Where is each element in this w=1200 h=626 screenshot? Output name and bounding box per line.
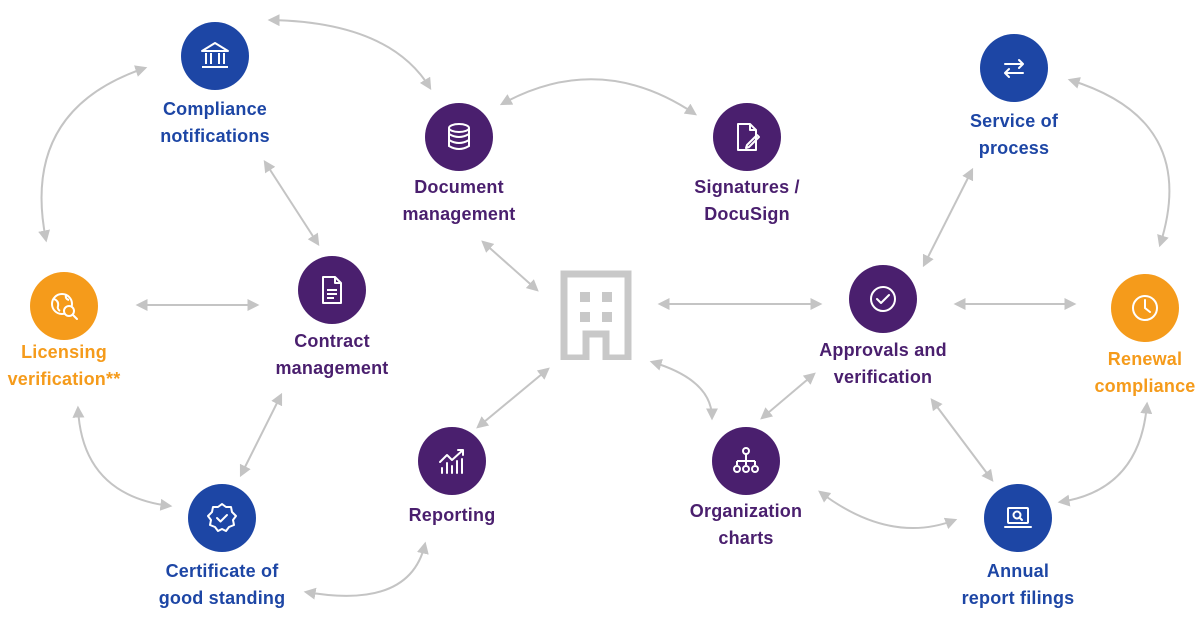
arrow-orgcharts-annual (818, 490, 958, 530)
service-circle (980, 34, 1048, 102)
arrow-service-renewal (1067, 77, 1171, 248)
arrow-approvals-annual (930, 398, 994, 482)
database-icon (448, 123, 470, 150)
check-circle-icon (870, 286, 896, 312)
arrow-orgcharts-approvals (760, 372, 816, 420)
bank-icon (201, 42, 229, 68)
licensing-label-line1: Licensing (21, 342, 107, 362)
document-icon (322, 276, 342, 304)
compliance-circle (181, 22, 249, 90)
document-sign-icon (737, 123, 760, 151)
compliance-label: Compliance notifications (85, 96, 345, 150)
annual-label-line2: report filings (961, 588, 1075, 608)
document-label: Document management (329, 174, 589, 228)
certificate-label: Certificate of good standing (92, 558, 352, 612)
orgcharts-circle (712, 427, 780, 495)
org-chart-icon (733, 447, 759, 473)
orgcharts-label-line2: charts (718, 528, 774, 548)
certificate-label-line2: good standing (158, 588, 286, 608)
approvals-label-line1: Approvals and (819, 340, 947, 360)
signatures-label: Signatures / DocuSign (617, 174, 877, 228)
annual-label: Annual report filings (888, 558, 1148, 612)
approvals-label: Approvals and verification (753, 337, 1013, 391)
badge-check-icon (207, 503, 237, 532)
contract-circle (298, 256, 366, 324)
arrow-licensing-compliance (38, 65, 148, 243)
hub-building (560, 270, 632, 362)
globe-search-icon (51, 293, 78, 320)
laptop-search-icon (1004, 507, 1032, 528)
certificate-label-line1: Certificate of (165, 561, 279, 581)
document-label-line2: management (402, 204, 516, 224)
contract-label-line2: management (275, 358, 389, 378)
renewal-label: Renewal compliance (1015, 346, 1200, 400)
document-label-line1: Document (414, 177, 504, 197)
licensing-label: Licensing verification** (0, 339, 194, 393)
arrow-document-hub (481, 240, 539, 292)
annual-circle (984, 484, 1052, 552)
approvals-label-line2: verification (833, 367, 933, 387)
arrow-document-signatures (499, 78, 697, 116)
signatures-circle (713, 103, 781, 171)
service-label: Service of process (884, 108, 1144, 162)
contract-label-line1: Contract (294, 331, 370, 351)
clock-icon (1132, 295, 1158, 321)
arrow-approvals-service (922, 167, 974, 268)
arrow-compliance-document (267, 14, 432, 91)
reporting-label: Reporting (322, 502, 582, 529)
approvals-circle (849, 265, 917, 333)
licensing-label-line2: verification** (7, 369, 121, 389)
arrow-contract-certificate (239, 392, 283, 478)
signatures-label-line1: Signatures / (694, 177, 800, 197)
contract-label: Contract management (202, 328, 462, 382)
document-circle (425, 103, 493, 171)
service-label-line1: Service of (969, 111, 1059, 131)
annual-label-line1: Annual (986, 561, 1050, 581)
compliance-label-line2: notifications (160, 126, 270, 146)
reporting-label-line1: Reporting (408, 505, 496, 525)
renewal-circle (1111, 274, 1179, 342)
compliance-label-line1: Compliance (162, 99, 268, 119)
arrow-licensing-certificate (72, 405, 173, 511)
orgcharts-label-line1: Organization (689, 501, 803, 521)
arrow-reporting-hub (476, 367, 550, 429)
chart-icon (439, 449, 464, 474)
reporting-circle (418, 427, 486, 495)
orgcharts-label: Organization charts (616, 498, 876, 552)
transfer-arrows-icon (1004, 59, 1024, 78)
renewal-label-line1: Renewal (1107, 349, 1183, 369)
licensing-circle (30, 272, 98, 340)
service-label-line2: process (978, 138, 1050, 158)
arrow-compliance-contract (263, 159, 320, 247)
certificate-circle (188, 484, 256, 552)
signatures-label-line2: DocuSign (704, 204, 790, 224)
arrow-renewal-annual (1057, 401, 1153, 507)
arrow-certificate-reporting (303, 541, 429, 600)
arrow-hub-orgcharts (649, 359, 718, 421)
building-icon (560, 270, 632, 362)
renewal-label-line2: compliance (1094, 376, 1196, 396)
